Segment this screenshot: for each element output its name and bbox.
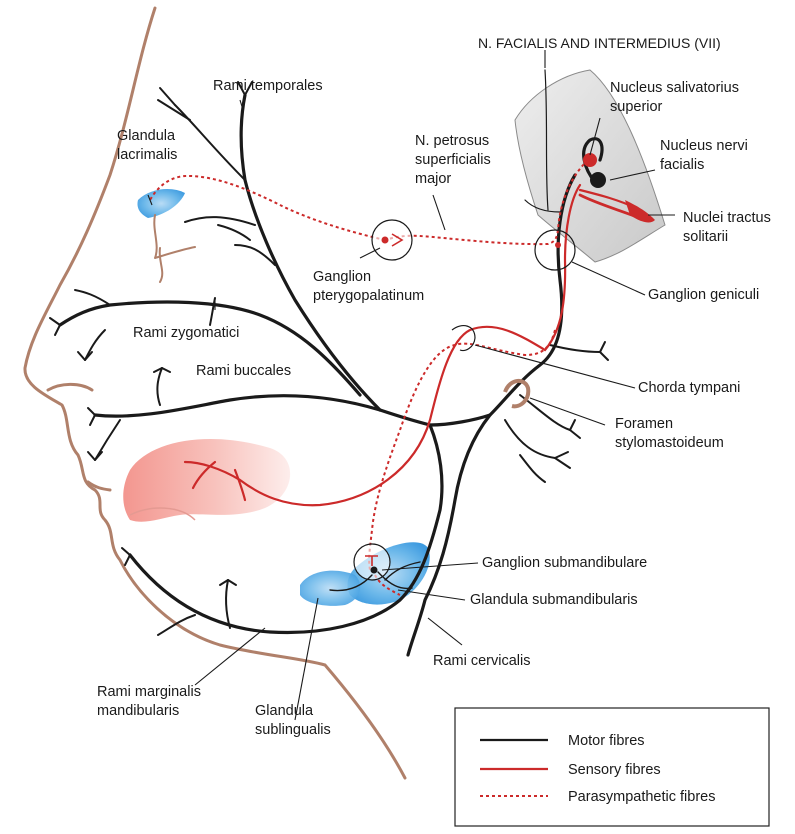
- label-ganglion-submandibulare: Ganglion submandibulare: [482, 555, 647, 571]
- legend-parasympathetic-label: Parasympathetic fibres: [568, 789, 715, 805]
- legend-sensory-label: Sensory fibres: [568, 762, 661, 778]
- label-n-petrosus: N. petrosus superficialis major: [415, 133, 495, 187]
- legend: Motor fibres Sensory fibres Parasympathe…: [455, 708, 769, 826]
- nucleus-nervi-facialis-dot: [590, 172, 606, 188]
- label-glandula-submandibularis: Glandula submandibularis: [470, 592, 638, 608]
- label-rami-marginalis: Rami marginalis mandibularis: [97, 684, 205, 719]
- label-rami-cervicalis: Rami cervicalis: [433, 653, 531, 669]
- label-nuclei-tractus-solitarii: Nuclei tractus solitarii: [683, 210, 775, 245]
- ganglion-pterygopalatinum-marker: [372, 220, 412, 260]
- nucleus-salivatorius-dot: [583, 153, 597, 167]
- label-nucleus-nervi-facialis: Nucleus nervi facialis: [660, 138, 752, 173]
- label-ganglion-pterygopalatinum: Ganglion pterygopalatinum: [313, 269, 424, 304]
- legend-motor-label: Motor fibres: [568, 733, 645, 749]
- diagram-title: N. FACIALIS AND INTERMEDIUS (VII): [478, 35, 721, 51]
- label-foramen-stylomastoideum: Foramen stylomastoideum: [615, 416, 724, 451]
- label-nucleus-salivatorius: Nucleus salivatorius superior: [610, 80, 743, 115]
- label-rami-temporales: Rami temporales: [213, 78, 323, 94]
- glandula-lacrimalis-shape: [137, 189, 195, 282]
- label-glandula-lacrimalis: Glandula lacrimalis: [117, 128, 179, 163]
- label-chorda-tympani: Chorda tympani: [638, 380, 740, 396]
- label-rami-zygomatici: Rami zygomatici: [133, 325, 239, 341]
- label-ganglion-geniculi: Ganglion geniculi: [648, 287, 759, 303]
- label-glandula-sublingualis: Glandula sublingualis: [255, 703, 331, 738]
- face-outline: [25, 8, 405, 778]
- label-rami-buccales: Rami buccales: [196, 363, 291, 379]
- ganglion-geniculi-marker: [535, 230, 575, 270]
